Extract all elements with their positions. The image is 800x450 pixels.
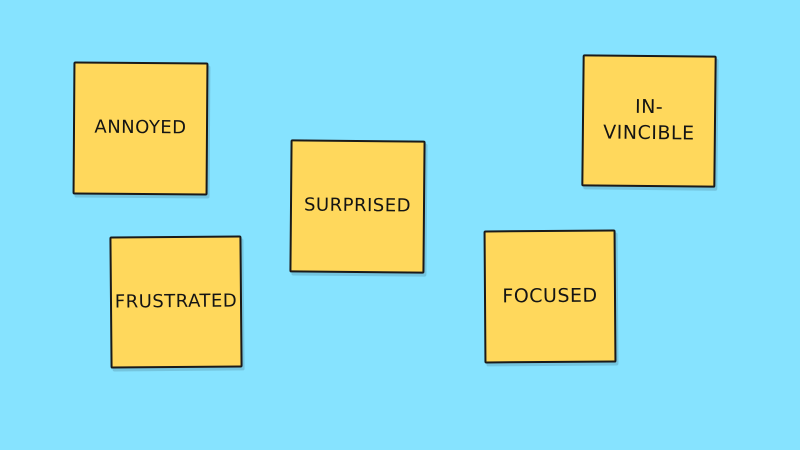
sticky-note-label: FOCUSED: [502, 284, 598, 308]
sticky-note-label: FRUSTRATED: [114, 290, 238, 313]
sticky-note-label: IN- VINCIBLE: [603, 96, 695, 145]
sticky-note-focused[interactable]: FOCUSED: [483, 229, 617, 364]
sticky-note-frustrated[interactable]: FRUSTRATED: [109, 235, 243, 369]
sticky-note-annoyed[interactable]: ANNOYED: [72, 61, 209, 196]
sticky-note-label: SURPRISED: [303, 194, 412, 217]
sticky-note-surprised[interactable]: SURPRISED: [289, 139, 426, 274]
sticky-note-label: ANNOYED: [94, 117, 187, 139]
sticky-note-invincible[interactable]: IN- VINCIBLE: [581, 54, 717, 188]
